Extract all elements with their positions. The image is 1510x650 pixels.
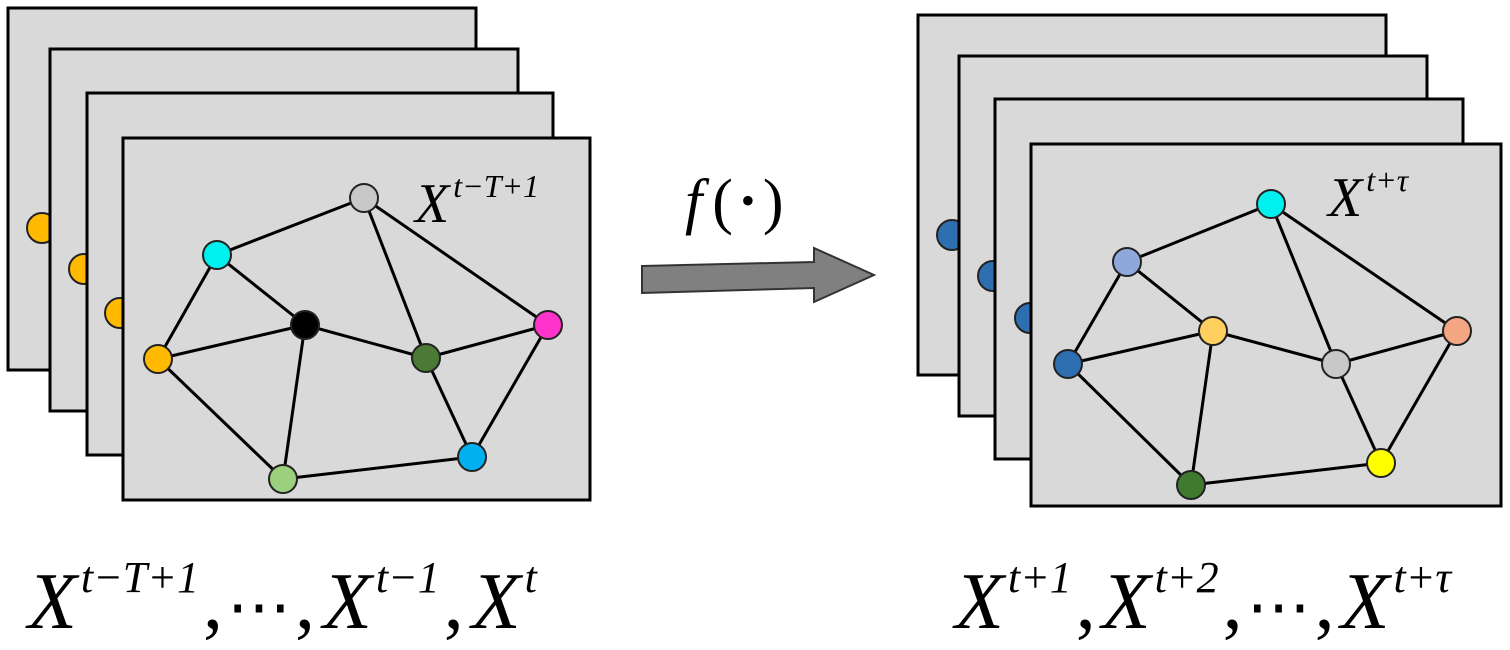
right-frame-stack: X t+τ bbox=[916, 13, 1503, 508]
graph-edge bbox=[1126, 202, 1272, 264]
graph-edge bbox=[282, 455, 473, 481]
graph-edge bbox=[157, 323, 306, 361]
graph-node bbox=[1366, 448, 1396, 478]
graph-node bbox=[411, 343, 441, 373]
left-graph bbox=[143, 183, 563, 494]
graph-node bbox=[349, 183, 379, 213]
input-sequence-label: X t−T+1 , ⋯ , X t−1 , X t bbox=[25, 553, 539, 646]
graph-edge bbox=[1126, 260, 1214, 333]
graph-edge bbox=[156, 254, 219, 360]
graph-edge bbox=[281, 324, 307, 480]
graph-edge bbox=[363, 196, 549, 327]
graph-edge bbox=[362, 197, 428, 359]
graph-edge bbox=[304, 323, 427, 360]
graph-node bbox=[457, 442, 487, 472]
output-sequence-label: X t+1 , X t+2 , ⋯ , X t+τ bbox=[952, 553, 1453, 646]
graph-node bbox=[1198, 316, 1228, 346]
right-front-panel bbox=[1029, 142, 1503, 508]
graph-edge bbox=[156, 357, 285, 481]
graph-node bbox=[533, 310, 563, 340]
graph-node bbox=[1256, 189, 1286, 219]
graph-edge bbox=[424, 357, 474, 458]
graph-edge bbox=[1066, 261, 1129, 365]
graph-edge bbox=[216, 253, 306, 327]
graph-edge bbox=[1334, 363, 1383, 464]
graph-node bbox=[268, 464, 298, 494]
left-frame-stack: X t−T+1 bbox=[6, 6, 592, 502]
graph-edge bbox=[1066, 362, 1193, 487]
graph-edge bbox=[1212, 329, 1337, 366]
graph-node bbox=[143, 344, 173, 374]
graph-edge bbox=[1067, 329, 1214, 366]
graph-node bbox=[1112, 247, 1142, 277]
graph-node bbox=[1176, 470, 1206, 500]
graph-node bbox=[1053, 349, 1083, 379]
graph-edge bbox=[470, 324, 550, 458]
graph-edge bbox=[1270, 202, 1458, 333]
graph-node bbox=[202, 240, 232, 270]
transform-arrow: f ( • ) bbox=[641, 168, 877, 304]
function-label: f ( • ) bbox=[685, 168, 784, 236]
graph-node bbox=[290, 310, 320, 340]
arrow-shape bbox=[641, 246, 877, 304]
right-graph bbox=[1053, 189, 1472, 500]
right-front-label: X t+τ bbox=[1326, 162, 1410, 229]
graph-edge bbox=[425, 323, 549, 360]
graph-node bbox=[1321, 349, 1351, 379]
graph-edge bbox=[1269, 203, 1338, 365]
graph-node bbox=[1442, 316, 1472, 346]
graph-edge bbox=[1189, 330, 1215, 486]
graph-edge bbox=[1379, 330, 1459, 464]
graph-edge bbox=[1190, 461, 1382, 487]
graph-edge bbox=[216, 196, 365, 257]
graph-edge bbox=[1335, 329, 1458, 366]
left-front-label: X t−T+1 bbox=[413, 168, 539, 235]
